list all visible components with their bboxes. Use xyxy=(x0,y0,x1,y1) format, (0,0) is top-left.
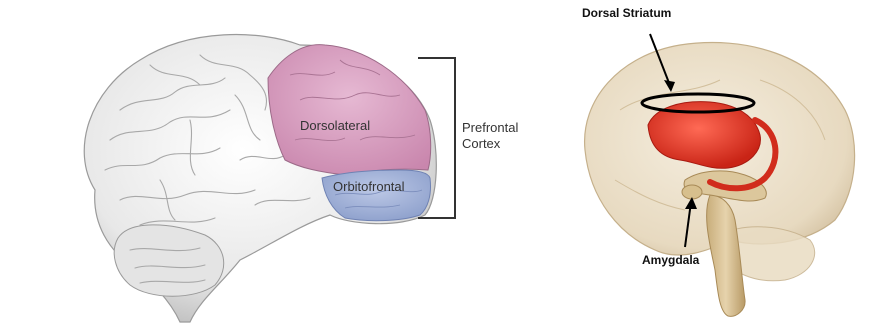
lateral-brain-svg: Dorsolateral Orbitofrontal Prefrontal Co… xyxy=(0,0,530,334)
dorsolateral-region xyxy=(268,45,431,175)
amygdala-label: Amygdala xyxy=(642,253,700,267)
medial-brain-panel: Dorsal Striatum Amygdala xyxy=(560,0,878,334)
dorsolateral-label: Dorsolateral xyxy=(300,118,370,133)
medial-brain-svg: Dorsal Striatum Amygdala xyxy=(560,0,878,334)
orbitofrontal-label: Orbitofrontal xyxy=(333,179,405,194)
amygdala-shape xyxy=(682,185,702,199)
orbitofrontal-region xyxy=(322,170,431,221)
bracket-label-line2: Cortex xyxy=(462,136,501,151)
lateral-brain-panel: Dorsolateral Orbitofrontal Prefrontal Co… xyxy=(0,0,530,334)
bracket-label-line1: Prefrontal xyxy=(462,120,518,135)
dorsal-striatum-label: Dorsal Striatum xyxy=(582,6,671,20)
